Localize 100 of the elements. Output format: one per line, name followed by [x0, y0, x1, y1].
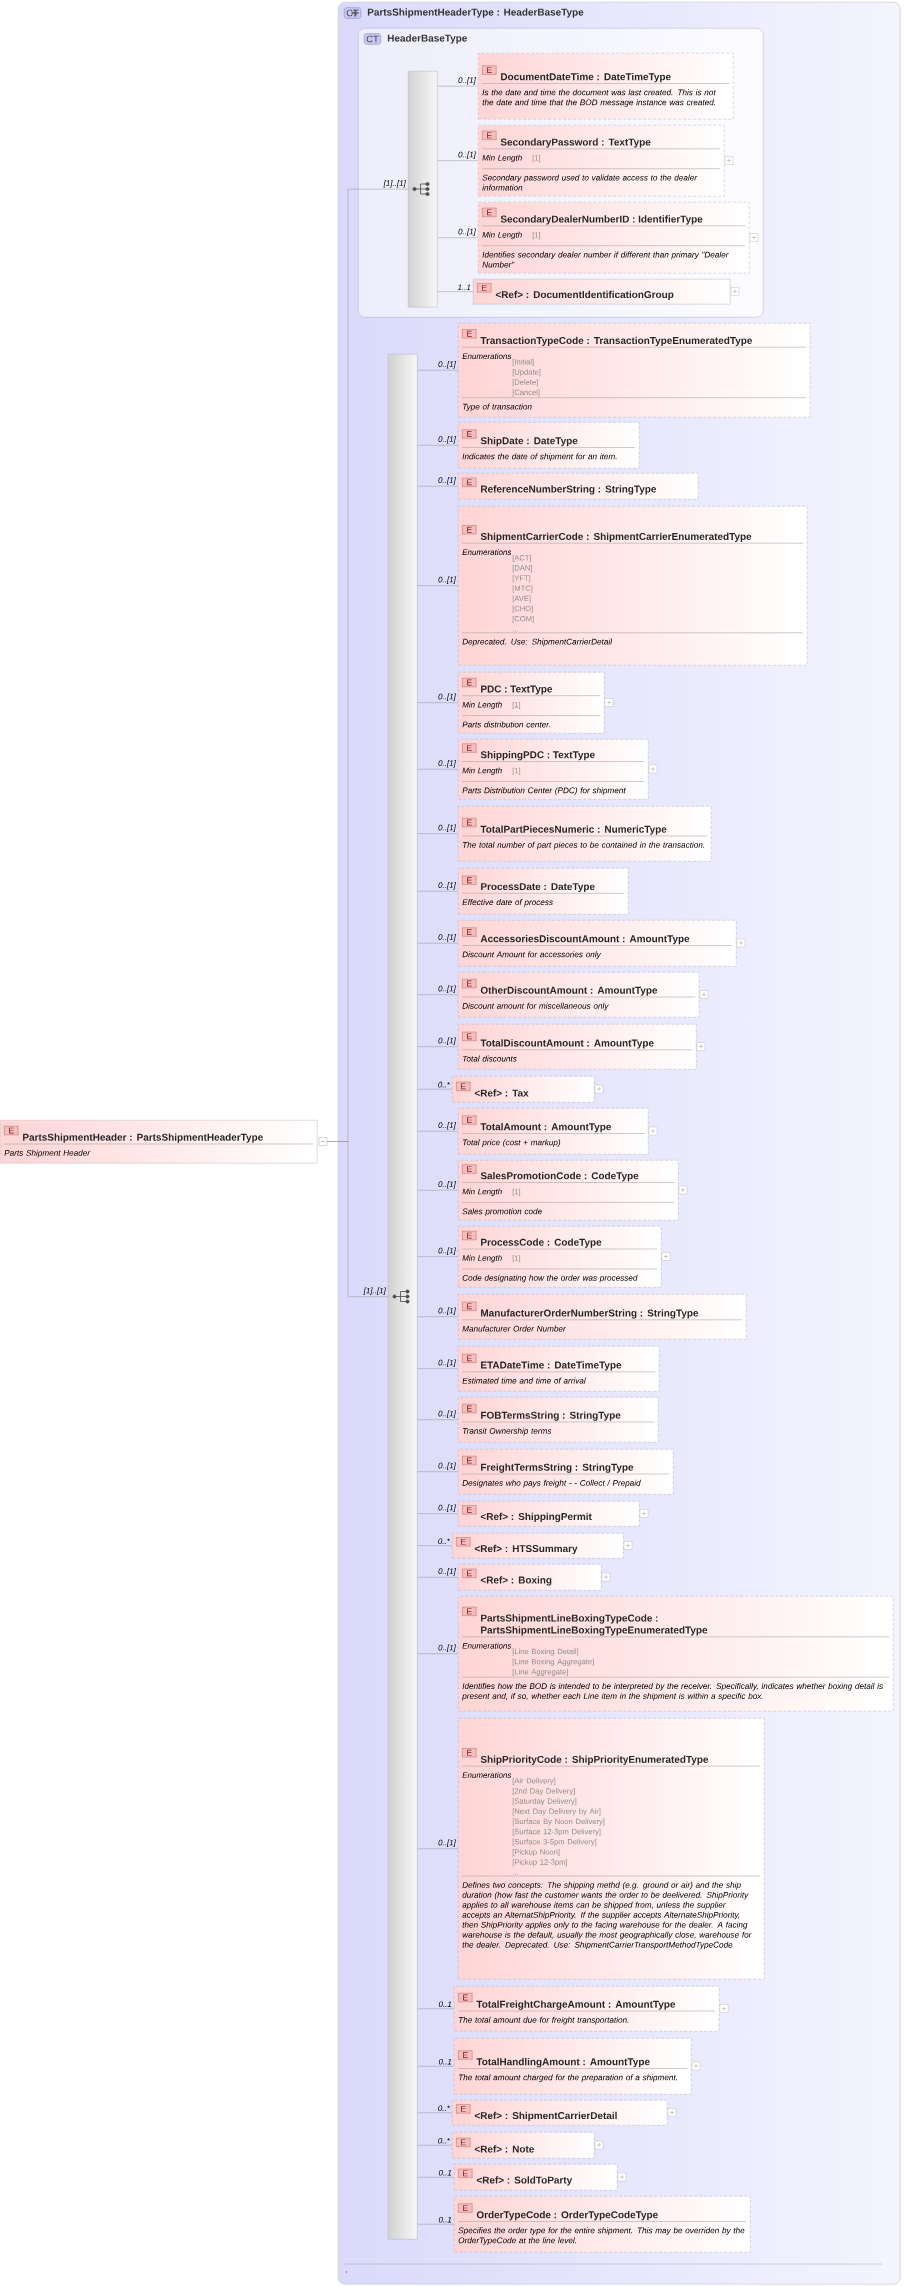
element-description: Is the date and time the document was last created. This is not the date and time that the BOD message instance was created.: [482, 89, 716, 107]
element-badge: E: [462, 525, 477, 535]
element-box: [458, 422, 640, 469]
connector-line: [417, 702, 459, 703]
element-name: DocumentDateTime : DateTimeType: [501, 72, 671, 83]
element-name: AccessoriesDiscountAmount : AmountType: [480, 934, 690, 945]
element-box: [454, 2164, 618, 2191]
element-badge: E: [462, 1031, 477, 1041]
element-name: ShippingPDC : TextType: [480, 750, 595, 761]
element-badge: E: [462, 1353, 477, 1363]
element-badge: E: [477, 283, 492, 293]
element-name: FreightTermsString : StringType: [481, 1463, 634, 1473]
element-badge: E: [462, 1456, 477, 1466]
element-name: ReferenceNumberString : StringType: [481, 485, 657, 495]
element-badge: E: [462, 329, 477, 339]
element-name: ManufacturerOrderNumberString : StringType: [481, 1309, 699, 1319]
element-name: ShipmentCarrierCode : ShipmentCarrierEnumeratedType: [480, 532, 752, 542]
element-box: [458, 506, 808, 666]
element-badge: E: [462, 743, 477, 753]
element-badge: E: [4, 1126, 19, 1136]
element-badge: E: [462, 1748, 477, 1758]
element-description: Indicates the date of shipment for an item.: [462, 453, 617, 461]
element-name: <Ref> : ShippingPermit: [480, 1512, 592, 1523]
element-box: [458, 806, 712, 862]
connector-line: [417, 1368, 459, 1369]
element-description: Discount amount for miscellaneous only: [462, 1002, 609, 1011]
element-badge: E: [458, 2168, 473, 2178]
element-badge: E: [462, 927, 477, 937]
connector-line: [417, 1653, 459, 1654]
element-badge: E: [458, 2203, 473, 2213]
connector-line: [437, 237, 479, 238]
element-name: TotalFreightChargeAmount : AmountType: [476, 2000, 676, 2010]
element-name: TotalDiscountAmount : AmountType: [480, 1039, 654, 1049]
element-box: [452, 1076, 595, 1103]
element-badge: E: [456, 1081, 471, 1091]
connector-line: [417, 1513, 459, 1514]
element-box: [458, 323, 811, 418]
element-box: [458, 672, 605, 734]
element-description: Total discounts: [462, 1055, 517, 1062]
connector-line: [417, 1545, 453, 1546]
connector-line: [417, 2177, 455, 2178]
connector-line: [417, 891, 459, 892]
element-name: TotalPartPiecesNumeric : NumericType: [480, 825, 667, 835]
element-box: [478, 53, 734, 120]
connector-line: [326, 1141, 389, 1297]
element-badge: E: [462, 1606, 477, 1616]
element-badge: E: [462, 429, 477, 439]
element-description: Discount Amount for accessories only: [462, 951, 602, 959]
element-badge: E: [456, 2137, 471, 2147]
connector-line: [437, 291, 474, 292]
element-name: SecondaryDealerNumberID : IdentifierType: [500, 215, 703, 225]
element-description: Estimated time and time of arrival: [462, 1377, 586, 1384]
element-description: Identifies how the BOD is intended to be interpreted by the receiver. Specifically, indicates whether boxing detail is present and, if so, whether each Line item in the shipment is within a specific box.: [462, 1682, 883, 1701]
element-description: Code designating how the order was processed: [462, 1274, 638, 1283]
element-description: Specifies the order type for the entire shipment. This may be overriden by the OrderTypeCode at the line level.: [458, 2227, 745, 2245]
element-badge: E: [462, 1301, 477, 1311]
element-name: <Ref> : DocumentIdentificationGroup: [495, 290, 674, 301]
element-box: [458, 1449, 674, 1495]
element-name: ProcessDate : DateType: [481, 883, 595, 893]
connector-line: [417, 2145, 453, 2146]
connector-line: [417, 2224, 455, 2225]
element-box: [458, 1294, 747, 1340]
element-badge: E: [456, 1537, 471, 1547]
element-box: [454, 2196, 751, 2253]
element-box: [458, 1564, 602, 1591]
element-badge: E: [482, 207, 497, 217]
connector-line: [417, 2008, 455, 2009]
element-badge: E: [462, 875, 477, 885]
element-description: Effective date of process: [462, 899, 553, 907]
element-box: [458, 1501, 640, 1527]
element-description: Designates who pays freight - - Collect / Prepaid: [462, 1479, 641, 1488]
element-box: [458, 1108, 649, 1155]
connector-line: [417, 2112, 453, 2113]
connector-line: [417, 1256, 459, 1257]
element-badge: E: [462, 1404, 477, 1414]
element-box: [458, 1718, 765, 1980]
element-description: The total amount due for freight transportation.: [458, 2016, 629, 2025]
element-name: TransactionTypeCode : TransactionTypeEnumeratedType: [480, 336, 753, 346]
element-name: FOBTermsString : StringType: [481, 1411, 621, 1421]
element-name: OrderTypeCode : OrderTypeCodeType: [476, 2211, 658, 2221]
element-name: <Ref> : HTSSummary: [474, 1544, 578, 1555]
element-name: <Ref> : SoldToParty: [476, 2176, 573, 2186]
element-badge: E: [458, 1993, 473, 2003]
element-badge: E: [458, 2050, 473, 2060]
element-description: Parts distribution center.: [462, 721, 550, 728]
element-name: <Ref> : Note: [474, 2145, 534, 2153]
type-badge: CT: [364, 33, 381, 45]
element-name: PartsShipmentHeader : PartsShipmentHeaderType: [23, 1133, 263, 1143]
element-badge: E: [462, 1164, 477, 1174]
element-box: [458, 1397, 659, 1443]
element-box: [458, 920, 737, 967]
element-description: Total price (cost + markup): [462, 1139, 561, 1147]
connector-line: [417, 994, 459, 995]
element-box: [454, 2038, 692, 2095]
element-box: [458, 868, 629, 915]
element-description: The total amount charged for the preparation of a shipment.: [458, 2074, 677, 2082]
element-badge: E: [462, 1231, 477, 1241]
element-name: <Ref> : Boxing: [480, 1576, 552, 1586]
element-box: [452, 1533, 624, 1559]
connector-line: [417, 1089, 453, 1090]
